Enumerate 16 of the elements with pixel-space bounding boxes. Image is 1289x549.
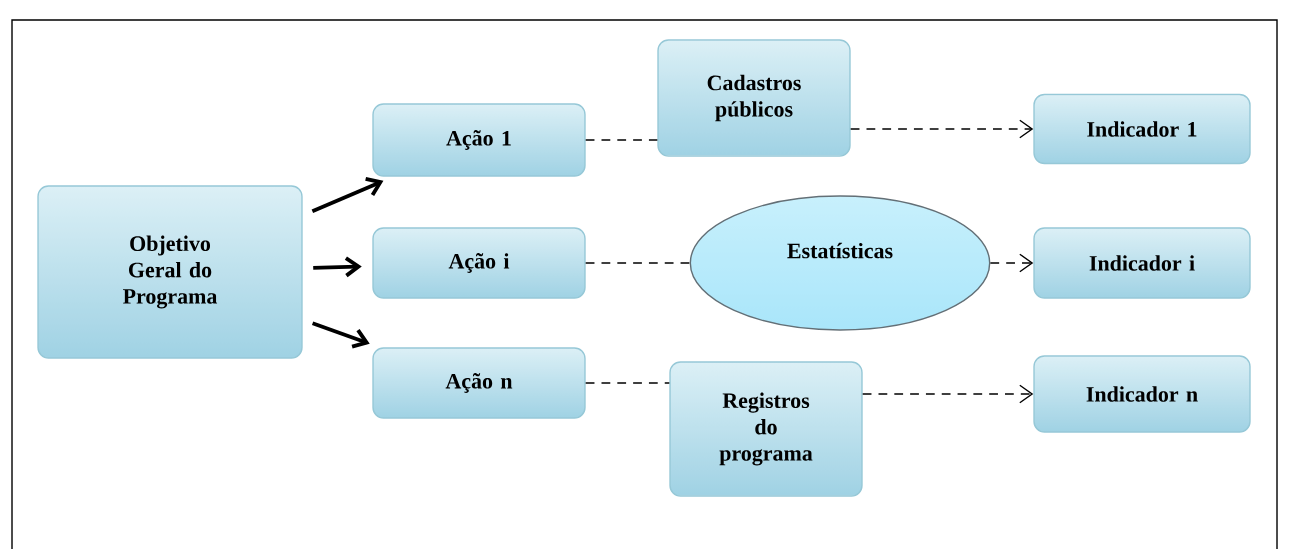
arrow <box>850 119 1034 139</box>
ellipse-node: Estatísticas <box>689 195 991 331</box>
process-box: Indicador 1 <box>1033 93 1251 165</box>
process-box: Ação n <box>372 347 586 419</box>
process-box: Indicador n <box>1033 355 1251 433</box>
arrow <box>862 384 1034 404</box>
process-box: Ação i <box>372 227 586 299</box>
arrow <box>989 253 1034 273</box>
process-box: Objetivo Geral do Programa <box>37 185 303 359</box>
process-box: Cadastros públicos <box>657 39 851 157</box>
arrow <box>313 256 362 278</box>
process-box: Ação 1 <box>372 103 586 177</box>
arrow <box>311 177 384 213</box>
process-box: Indicador i <box>1033 227 1251 299</box>
arrow <box>311 321 370 349</box>
process-box: Registros do programa <box>669 361 863 497</box>
